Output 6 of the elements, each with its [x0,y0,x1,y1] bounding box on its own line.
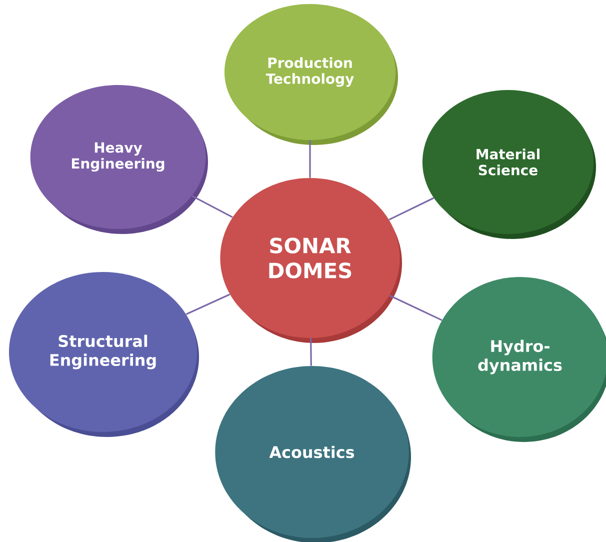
connector-line [309,140,311,178]
connector-line [389,294,442,321]
connector-line [186,294,230,315]
connector-line [388,197,434,220]
connector-line [192,195,233,218]
connector-line [310,338,312,366]
